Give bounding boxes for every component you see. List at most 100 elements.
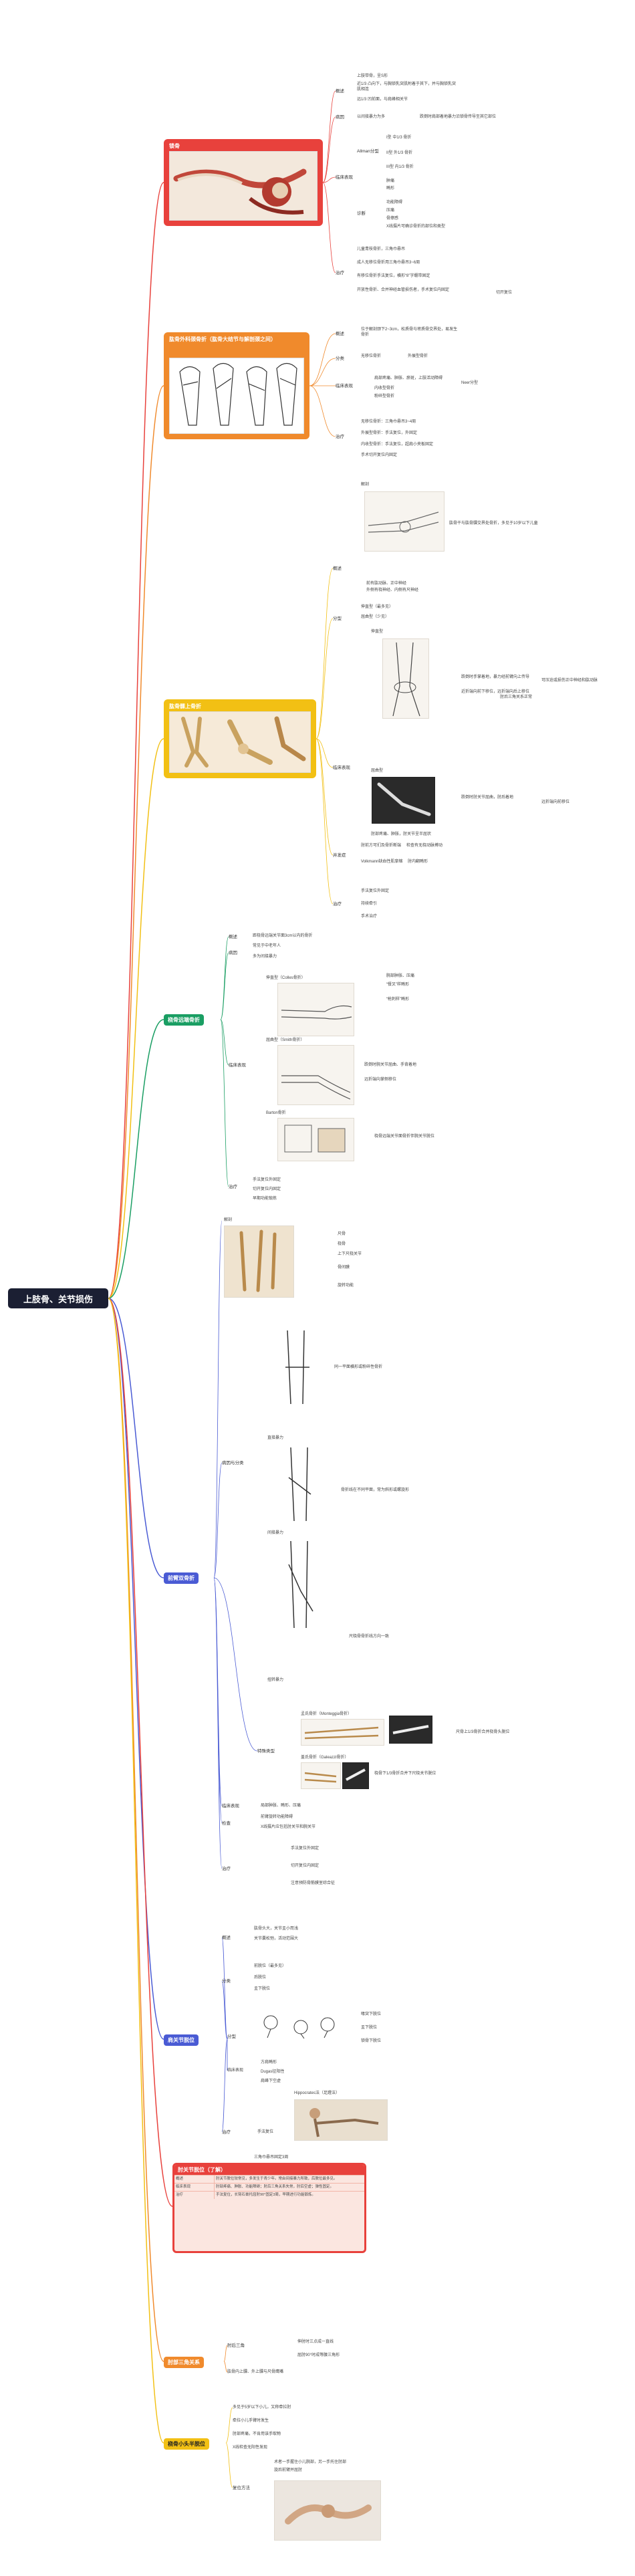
- shoulder-figure-2: [287, 2012, 314, 2039]
- connector: [108, 1019, 164, 1299]
- node: 分型: [227, 2034, 236, 2039]
- connector: [315, 738, 334, 768]
- leaf: 手术切开复位内固定: [361, 453, 398, 457]
- leaf: 手法复位外固定: [253, 1178, 281, 1182]
- elbow-figure-2: [382, 638, 429, 719]
- connector: [223, 2361, 228, 2373]
- topic-distal-radius[interactable]: 桡骨远端骨折: [164, 1014, 204, 1026]
- connector: [108, 1298, 164, 2362]
- connector: [322, 182, 336, 273]
- leaf: 肩峰下空虚: [261, 2079, 281, 2083]
- forearm-fracture-1: [277, 1327, 318, 1407]
- connector: [315, 738, 334, 856]
- leaf: 切开复位内固定: [291, 1864, 320, 1868]
- leaf: 方肩畸形: [261, 2061, 277, 2065]
- connector: [108, 182, 164, 1299]
- c1: 治疗: [174, 2192, 215, 2199]
- node: 肘后三角: [227, 2343, 245, 2348]
- leaf: 盂下脱位: [254, 1987, 271, 1991]
- leaf: 远折端向前移位: [541, 800, 570, 804]
- leaf: 伸直型: [371, 630, 384, 634]
- leaf: 术者一手握住小儿腕部，另一手托住肘部: [274, 2460, 347, 2464]
- leaf: 旋转功能: [338, 1284, 354, 1288]
- leaf: 喙突下脱位: [361, 2012, 382, 2016]
- leaf: 肿痛: [386, 179, 395, 183]
- panel-supracondylar[interactable]: 肱骨髁上骨折: [164, 699, 316, 778]
- panel-humerus-neck[interactable]: 肱骨外科颈骨折（肱骨大结节与解剖颈之间）: [164, 332, 309, 439]
- connector: [322, 90, 336, 183]
- leaf: 外展型骨折：手法复位，外固定: [361, 431, 418, 435]
- leaf: 桡骨: [338, 1242, 346, 1246]
- panel-clavicle[interactable]: 锁骨: [164, 139, 323, 226]
- leaf: 盂下脱位: [361, 2026, 378, 2030]
- leaf: 压痛: [386, 209, 395, 213]
- leaf: 盖氏骨折（Galeazzi骨折）: [301, 1756, 349, 1760]
- leaf: 肱骨头大，关节盂小而浅: [254, 1927, 299, 1931]
- leaf: 手法复位外固定: [291, 1847, 320, 1851]
- topic-forearm[interactable]: 前臂双骨折: [164, 1572, 199, 1584]
- leaf: X线检查无阳性发现: [233, 2446, 268, 2450]
- clavicle-treatment: 治疗: [336, 271, 344, 275]
- leaf: X线摄片应包括肘关节和腕关节: [261, 1825, 316, 1829]
- node: 分型: [333, 616, 342, 621]
- leaf: 前脱位（最多见）: [254, 1964, 287, 1968]
- node: 概述: [336, 332, 344, 336]
- node: 治疗: [333, 902, 342, 907]
- leaf: 间接暴力: [267, 1531, 284, 1535]
- leaf: 肱骨内上髁、外上髁与尺骨鹰嘴: [227, 2370, 284, 2374]
- panel-title: 肱骨外科颈骨折（肱骨大结节与解剖颈之间）: [169, 336, 276, 342]
- connector: [315, 738, 334, 905]
- leaf: 临床表现: [227, 2069, 244, 2073]
- topic-shoulder-dislocation[interactable]: 肩关节脱位: [164, 2034, 199, 2046]
- connector: [213, 1577, 223, 1824]
- leaf: 肘部疼痛、肿胀，肘关节呈半屈状: [371, 832, 432, 836]
- connector: [213, 1220, 223, 1578]
- hippocrates-figure: [294, 2099, 388, 2141]
- elbow-dislocation-table[interactable]: 肘关节脱位（了解） 概述 肘关节脱位较常见，多发生于青少年。常由间接暴力所致，后…: [172, 2163, 366, 2253]
- leaf: 局部肿胀、畸形、压痛: [261, 1804, 301, 1808]
- leaf: 跌倒时肘关节屈曲，肘后着地: [461, 796, 514, 800]
- leaf: 手法复位外固定: [361, 889, 390, 893]
- leaf: 切开复位: [496, 291, 513, 295]
- shoulder-figure-1: [257, 2012, 284, 2039]
- leaf: 关节囊松弛，活动范围大: [254, 1937, 299, 1941]
- table-row: 临床表现 肘部疼痛、肿胀、功能障碍；肘后三角关系失常，肘后空虚；弹性固定。: [174, 2183, 364, 2191]
- leaf: 距桡骨远端关节面3cm以内的骨折: [253, 934, 313, 938]
- leaf: 后脱位: [254, 1976, 267, 1980]
- leaf: 检查有无桡动脉搏动: [406, 844, 443, 848]
- connector: [108, 1298, 164, 2444]
- connector: [108, 738, 164, 1299]
- leaf: 畸形: [386, 187, 395, 191]
- leaf: 粉碎型骨折: [374, 394, 395, 398]
- leaf: 肘部疼痛，不肯用该手取物: [233, 2432, 281, 2436]
- leaf: 手术治疗: [361, 915, 378, 919]
- connector: [322, 177, 336, 183]
- topic-radial-head[interactable]: 桡骨小头半脱位: [164, 2438, 209, 2450]
- leaf: 解剖: [224, 1218, 233, 1222]
- table-row: 治疗 手法复位，长臂石膏托屈肘90°固定3周，早期进行功能锻炼。: [174, 2191, 364, 2199]
- barton-figure: [277, 1118, 354, 1161]
- leaf: 常见于中老年人: [253, 944, 281, 948]
- leaf: 骨擦感: [386, 217, 399, 221]
- leaf: 桡骨下1/3骨折合并下尺桡关节脱位: [374, 1772, 436, 1776]
- node: 概述: [333, 566, 342, 571]
- connector: [108, 385, 164, 1299]
- leaf: 骨间膜: [338, 1266, 350, 1270]
- panel-title: 肱骨髁上骨折: [169, 703, 201, 709]
- root-topic[interactable]: 上肢骨、关节损伤: [8, 1288, 108, 1308]
- leaf: 肘前方可扪及骨折断端: [361, 844, 402, 848]
- connector: [309, 385, 336, 437]
- node: 治疗: [336, 435, 344, 439]
- clavicle-cause: 病因: [336, 115, 344, 120]
- leaf: 成人无移位骨折用三角巾悬吊3~6周: [357, 261, 420, 265]
- leaf: Neer分型: [461, 381, 479, 385]
- connector: [309, 358, 336, 386]
- leaf: 外展型骨折: [408, 354, 428, 358]
- leaf: 孟氏骨折（Monteggia骨折）: [301, 1712, 352, 1716]
- leaf: 肘内翻畸形: [408, 860, 428, 864]
- leaf: 手法复位: [257, 2130, 274, 2134]
- elbow-figure-1: [364, 491, 444, 552]
- leaf: 屈曲型: [371, 769, 384, 773]
- connector: [221, 1937, 228, 2040]
- topic-elbow-triangle[interactable]: 肘部三角关系: [164, 2357, 204, 2368]
